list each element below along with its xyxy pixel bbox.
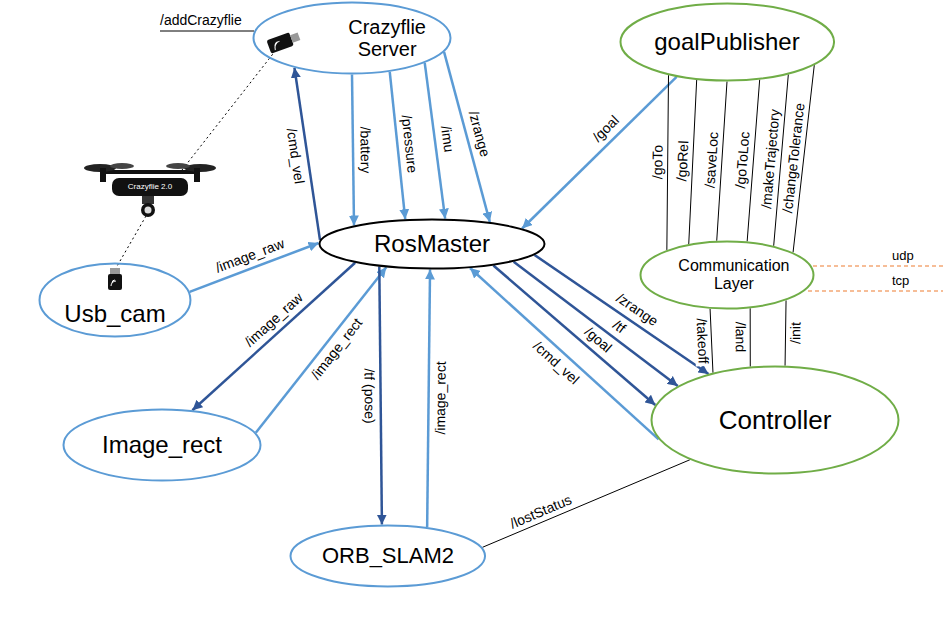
node-label: RosMaster — [374, 231, 490, 257]
node-label: Usb_cam — [64, 301, 165, 327]
topic-line — [482, 460, 689, 548]
topic-label: /changeTolerance — [780, 100, 808, 216]
protocol-name: udp — [892, 249, 914, 263]
process-ellipse: Usb_cam — [38, 262, 192, 338]
topic-arrow — [379, 267, 382, 525]
ellipse-outline — [291, 526, 486, 587]
protocol-name: tcp — [892, 274, 909, 288]
node-label: Communication Layer — [671, 257, 796, 292]
topic-line — [785, 300, 787, 365]
topic-label: /tf — [608, 316, 630, 338]
topic-line — [750, 308, 751, 366]
ellipse-outline — [652, 367, 899, 474]
topic-arrow — [522, 77, 676, 229]
radio-link — [116, 216, 146, 268]
topic-arrow — [256, 267, 387, 432]
topic-label: /goRel — [674, 139, 692, 184]
topic-label: /image_raw — [240, 289, 307, 352]
topic-label: /goToLoc — [733, 129, 753, 191]
topic-label: /image_raw — [211, 235, 288, 276]
process-ellipse: Crazyflie Server — [252, 1, 452, 75]
drone-icon — [84, 163, 216, 217]
topic-label: /saveLoc — [702, 130, 721, 191]
topic-label: /battery — [357, 124, 373, 175]
process-ellipse: goalPublisher — [619, 2, 836, 82]
node-label: Image_rect — [102, 432, 222, 458]
topic-arrow — [427, 269, 430, 527]
topic-label: /image_rect — [307, 314, 367, 384]
tcp-line — [808, 290, 943, 291]
process-ellipse: RosMaster — [318, 218, 546, 270]
process-ellipse: Image_rect — [62, 408, 262, 482]
process-ellipse: Communication Layer — [639, 240, 815, 310]
topic-line — [667, 75, 669, 250]
topic-label: /land — [732, 320, 747, 354]
topic-label: /imu — [437, 123, 456, 155]
topic-label: /lostStatus — [506, 491, 576, 532]
topic-label: /makeTrajectory — [759, 107, 783, 212]
ellipse-outline — [64, 410, 261, 481]
topic-label: /goal — [589, 111, 624, 146]
radio-link — [182, 50, 276, 170]
ellipse-outline — [40, 264, 191, 337]
ellipse-outline — [254, 3, 451, 74]
node-label: Controller — [719, 406, 832, 435]
topic-label: /image_rect — [432, 360, 448, 437]
topic-label: /pressure — [399, 112, 421, 176]
node-label: Crazyflie Server — [337, 16, 437, 60]
topic-arrow — [493, 265, 655, 405]
topic-label: /goTo — [650, 143, 666, 181]
node-label: goalPublisher — [654, 29, 799, 55]
topic-label: /cmd_vel — [283, 125, 307, 187]
ellipse-outline — [320, 220, 545, 269]
ellipse-outline — [620, 4, 834, 81]
process-ellipse: Controller — [650, 365, 900, 475]
topic-label: /takeoff — [693, 316, 711, 366]
node-label: ORB_SLAM2 — [322, 544, 454, 568]
service-name: /addCrazyflie — [160, 13, 242, 28]
process-ellipse: ORB_SLAM2 — [289, 524, 487, 588]
radio-dongle-icon — [267, 30, 302, 54]
ellipse-outline — [641, 242, 814, 309]
topic-label: /zrange — [465, 107, 493, 160]
radio-dongle-icon — [108, 268, 122, 290]
leader-line — [160, 31, 254, 32]
topic-arrow — [352, 75, 354, 226]
topic-label: /cmd_vel — [529, 337, 584, 389]
topic-label: /tf (pose) — [361, 366, 377, 425]
topic-label: /init — [788, 320, 804, 346]
topic-arrow — [514, 262, 678, 386]
topic-arrow — [470, 268, 659, 439]
udp-line — [813, 265, 943, 266]
device-name: Crazyflie 2.0 — [128, 183, 172, 192]
